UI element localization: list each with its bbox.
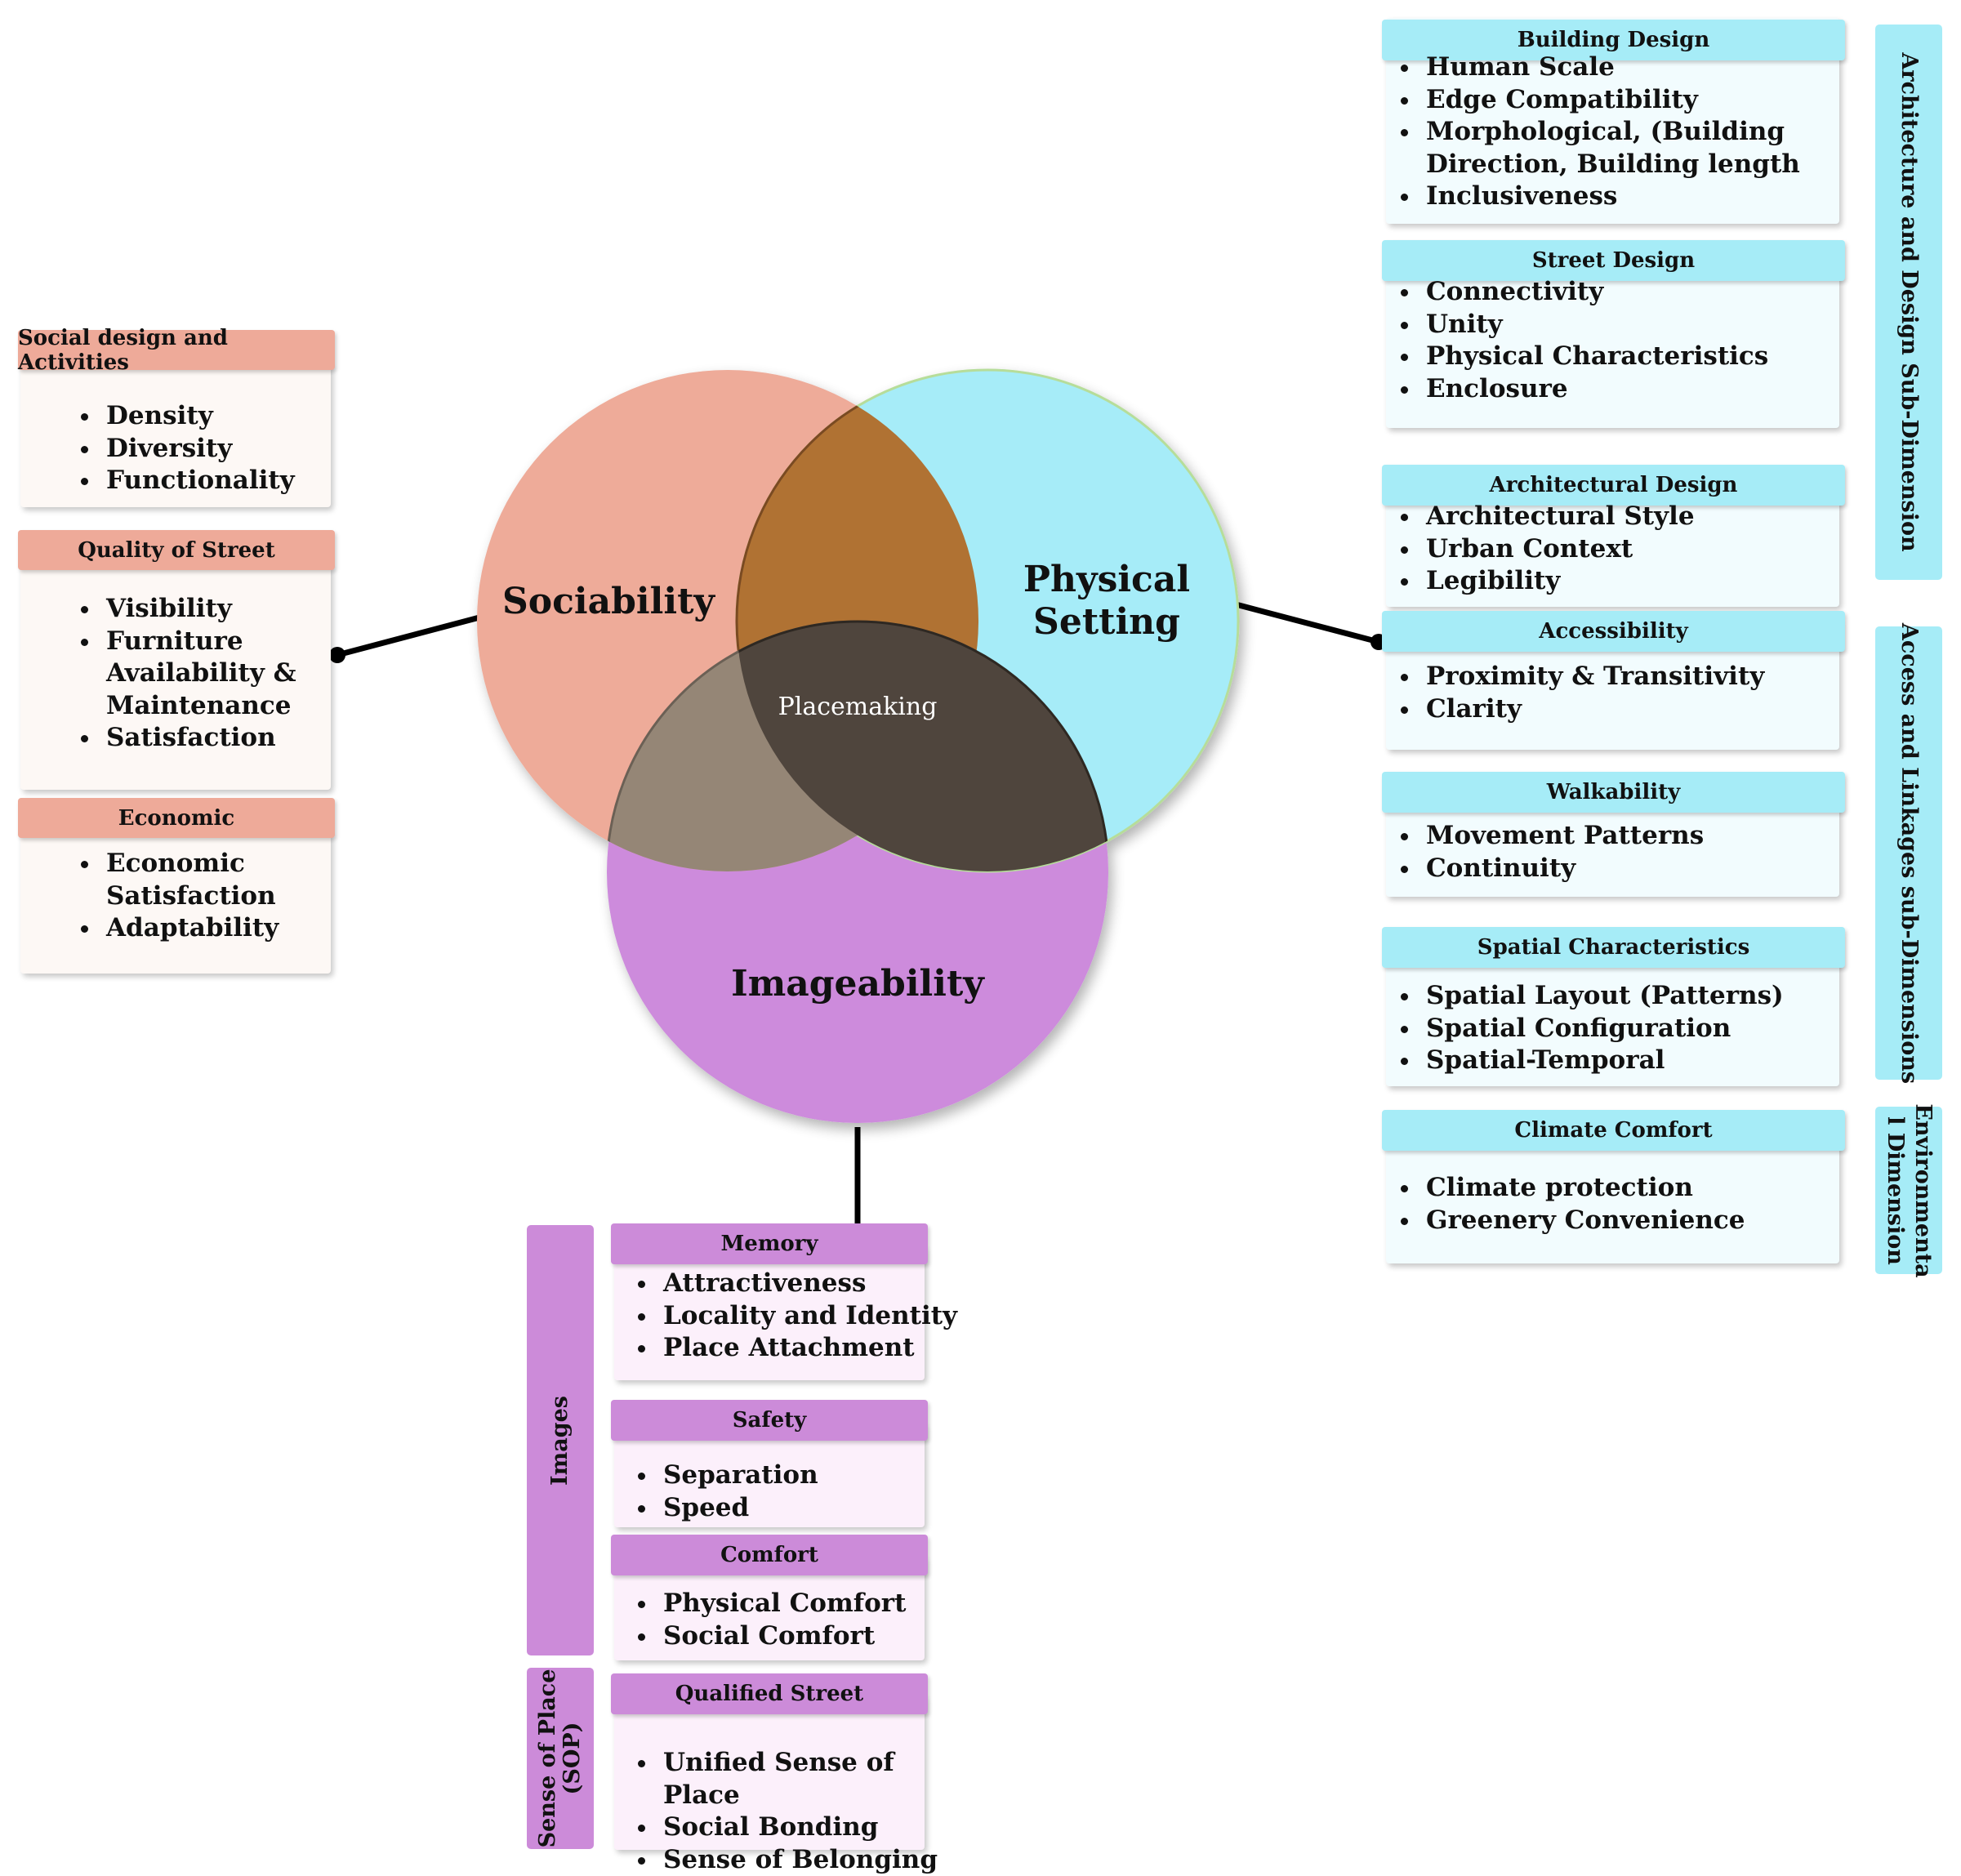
connector-line-physical: [1236, 604, 1379, 642]
list-item: Clarity: [1421, 693, 1862, 726]
sidebar-label: Environmenta l Dimension: [1881, 1103, 1936, 1277]
group-header: Quality of Street: [18, 530, 335, 570]
list-item: Locality and Identity: [658, 1300, 969, 1333]
connector-line-sociability: [337, 617, 479, 655]
sociability-label: Sociability: [490, 578, 727, 625]
list-item: Satisfaction: [101, 722, 338, 755]
list-item: Spatial-Temporal: [1421, 1045, 1862, 1077]
group-header: Memory: [611, 1223, 928, 1264]
sidebar-architecture-design: Architecture and Design Sub-Dimension: [1875, 25, 1942, 580]
sidebar-label: Sense of Place (SOP): [536, 1669, 585, 1848]
sidebar-access-linkages: Access and Linkages sub-Dimensions: [1875, 626, 1942, 1080]
list-item: Unified Sense of Place: [658, 1747, 977, 1811]
list-item: Architectural Style: [1421, 501, 1862, 533]
list-item: Physical Characteristics: [1421, 341, 1862, 373]
list-item: Greenery Convenience: [1421, 1205, 1862, 1237]
list-item: Urban Context: [1421, 533, 1862, 566]
list-item: Human Scale: [1421, 51, 1895, 84]
item-list: Physical Comfort Social Comfort: [626, 1588, 969, 1652]
list-item: Social Bonding: [658, 1811, 977, 1844]
list-item: Connectivity: [1421, 276, 1862, 309]
group-header: Comfort: [611, 1535, 928, 1575]
list-item: Climate protection: [1421, 1172, 1862, 1205]
sidebar-label: Architecture and Design Sub-Dimension: [1895, 52, 1923, 551]
sidebar-images: Images: [527, 1225, 594, 1655]
placemaking-label: Placemaking: [760, 691, 956, 723]
group-header: Social design and Activities: [18, 330, 335, 370]
item-list: Proximity & Transitivity Clarity: [1388, 661, 1862, 725]
item-list: Economic Satisfaction Adaptability: [69, 848, 305, 945]
list-item: Proximity & Transitivity: [1421, 661, 1862, 693]
list-item: Adaptability: [101, 912, 305, 945]
list-item: Morphological, (Building Direction, Buil…: [1421, 116, 1895, 180]
list-item: Enclosure: [1421, 373, 1862, 406]
group-header: Walkability: [1382, 772, 1845, 813]
list-item: Furniture Availability & Maintenance: [101, 626, 338, 723]
item-list: Attractiveness Locality and Identity Pla…: [626, 1268, 969, 1365]
list-item: Functionality: [101, 465, 363, 497]
list-item: Separation: [658, 1459, 969, 1492]
list-item: Diversity: [101, 433, 363, 466]
item-list: Connectivity Unity Physical Characterist…: [1388, 276, 1862, 405]
item-list: Density Diversity Functionality: [69, 400, 363, 497]
list-item: Attractiveness: [658, 1268, 969, 1300]
list-item: Place Attachment: [658, 1332, 969, 1365]
group-header: Architectural Design: [1382, 465, 1845, 506]
physical-setting-label: Physical Setting: [988, 559, 1225, 644]
item-list: Human Scale Edge Compatibility Morpholog…: [1388, 51, 1895, 213]
group-header: Spatial Characteristics: [1382, 927, 1845, 968]
list-item: Speed: [658, 1492, 969, 1525]
list-item: Edge Compatibility: [1421, 84, 1895, 117]
list-item: Physical Comfort: [658, 1588, 969, 1620]
sidebar-label: Images: [546, 1396, 574, 1486]
imageability-label: Imageability: [719, 960, 996, 1007]
group-header: Accessibility: [1382, 611, 1845, 652]
group-header: Climate Comfort: [1382, 1110, 1845, 1151]
list-item: Continuity: [1421, 853, 1862, 885]
list-item: Inclusiveness: [1421, 180, 1895, 213]
list-item: Sense of Belonging: [658, 1844, 977, 1876]
list-item: Spatial Layout (Patterns): [1421, 980, 1862, 1013]
item-list: Separation Speed: [626, 1459, 969, 1524]
list-item: Density: [101, 400, 363, 433]
item-list: Spatial Layout (Patterns) Spatial Config…: [1388, 980, 1862, 1077]
item-list: Climate protection Greenery Convenience: [1388, 1172, 1862, 1237]
group-header: Economic: [18, 798, 335, 838]
list-item: Unity: [1421, 309, 1862, 341]
sidebar-environmental: Environmenta l Dimension: [1875, 1107, 1942, 1274]
sidebar-label: Access and Linkages sub-Dimensions: [1895, 622, 1923, 1083]
sidebar-sense-of-place: Sense of Place (SOP): [527, 1668, 594, 1849]
item-list: Architectural Style Urban Context Legibi…: [1388, 501, 1862, 598]
item-list: Unified Sense of Place Social Bonding Se…: [626, 1747, 977, 1876]
list-item: Economic Satisfaction: [101, 848, 305, 912]
item-list: Visibility Furniture Availability & Main…: [69, 593, 338, 755]
group-header: Street Design: [1382, 240, 1845, 281]
list-item: Social Comfort: [658, 1620, 969, 1653]
list-item: Movement Patterns: [1421, 820, 1862, 853]
list-item: Spatial Configuration: [1421, 1013, 1862, 1045]
list-item: Visibility: [101, 593, 338, 626]
list-item: Legibility: [1421, 565, 1862, 598]
group-header: Qualified Street: [611, 1673, 928, 1714]
group-header: Safety: [611, 1400, 928, 1441]
item-list: Movement Patterns Continuity: [1388, 820, 1862, 885]
